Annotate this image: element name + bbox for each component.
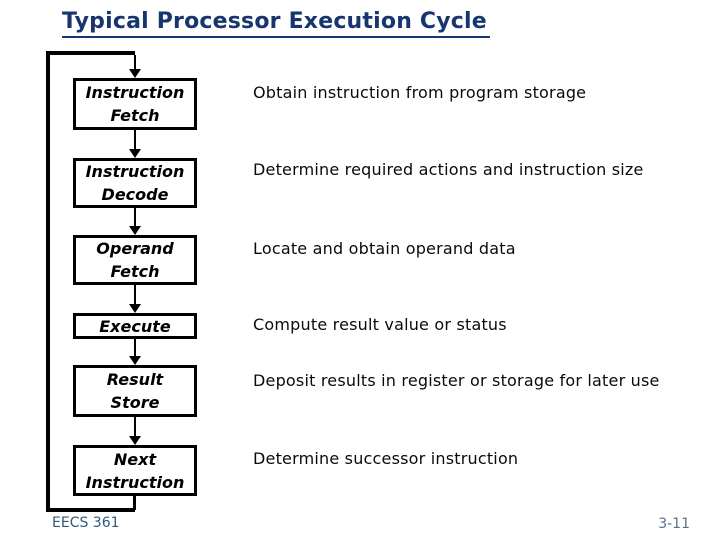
step-description-operand: Locate and obtain operand data [253, 239, 516, 258]
flow-box-label-line: Fetch [110, 106, 160, 125]
arrow-head-icon [129, 436, 141, 445]
feedback-loop-line [46, 51, 135, 512]
course-label: EECS 361 [52, 515, 120, 531]
step-description-execute: Compute result value or status [253, 315, 507, 334]
flow-box-result-store: Result Store [73, 365, 197, 417]
flow-box-label-line: Fetch [110, 262, 160, 281]
feedback-loop-stub [133, 496, 136, 510]
arrow-line-decode-operand [134, 208, 136, 226]
flow-box-label-line: Decode [101, 185, 169, 204]
flow-box-execute: Execute [73, 313, 197, 339]
page-number: 3-11 [658, 516, 690, 532]
flow-box-label-line: Result [106, 370, 164, 389]
arrow-line-operand-execute [134, 285, 136, 304]
flow-box-label-line: Store [110, 393, 160, 412]
flow-box-label-line: Instruction [85, 162, 185, 181]
flow-box-label-line: Execute [99, 316, 171, 336]
arrow-line-fetch-decode [134, 130, 136, 149]
arrow-line-execute-result [134, 339, 136, 356]
flow-box-instruction-decode: Instruction Decode [73, 158, 197, 208]
arrow-head-icon [129, 304, 141, 313]
arrow-line-into-fetch [134, 55, 136, 69]
page-title: Typical Processor Execution Cycle [62, 9, 490, 38]
arrow-line-result-next [134, 417, 136, 436]
flow-box-label-line: Operand [96, 239, 174, 258]
flow-box-operand-fetch: Operand Fetch [73, 235, 197, 285]
arrow-head-icon [129, 226, 141, 235]
flow-box-label-line: Instruction [85, 83, 185, 102]
step-description-next: Determine successor instruction [253, 449, 519, 468]
arrow-head-icon [129, 69, 141, 78]
arrow-head-icon [129, 356, 141, 365]
step-description-decode: Determine required actions and instructi… [253, 160, 644, 179]
flow-box-label-line: Instruction [85, 472, 185, 492]
step-description-fetch: Obtain instruction from program storage [253, 83, 587, 102]
arrow-head-icon [129, 149, 141, 158]
flow-box-instruction-fetch: Instruction Fetch [73, 78, 197, 130]
step-description-result: Deposit results in register or storage f… [253, 371, 660, 390]
flow-box-label-line: Next [113, 449, 157, 469]
flow-box-next-instruction: Next Instruction [73, 445, 197, 496]
